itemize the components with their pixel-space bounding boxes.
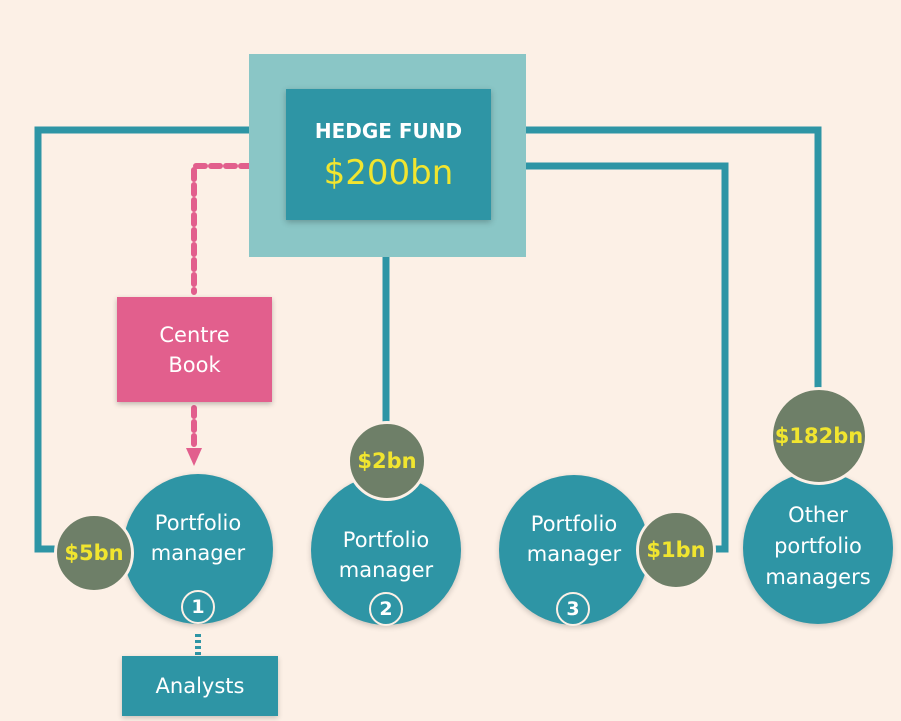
pm3-label-line1: Portfolio (530, 512, 618, 536)
others-label-line2: portfolio (774, 533, 862, 558)
connector-fund-to-others (491, 126, 822, 390)
hedge-fund-title: HEDGE FUND (314, 119, 463, 143)
others-allocation-badge: $182bn (770, 387, 868, 485)
pm3-label-line2: manager (526, 542, 622, 566)
portfolio-manager-1: Portfolio manager 1 (123, 474, 273, 624)
pm1-label-line2: manager (150, 541, 246, 565)
portfolio-manager-3: Portfolio manager 3 (499, 475, 649, 626)
pm2-label-line1: Portfolio (342, 528, 430, 552)
centre-book-line2: Book (168, 352, 221, 377)
pm2-number-badge: 2 (369, 592, 403, 626)
pm2-allocation-badge: $2bn (347, 421, 427, 501)
pm1-allocation-badge: $5bn (54, 513, 134, 593)
connector-fund-to-pm3 (491, 162, 729, 553)
pm3-number-badge: 3 (556, 592, 590, 626)
portfolio-manager-2: Portfolio manager 2 (311, 475, 461, 626)
centre-book-line1: Centre (159, 322, 230, 347)
pm2-label-line2: manager (338, 558, 434, 582)
hedge-fund-aum: $200bn (323, 153, 454, 193)
pm3-allocation-badge: $1bn (636, 510, 716, 590)
other-portfolio-managers: Other portfolio managers (743, 472, 893, 624)
centre-book-box: Centre Book (117, 297, 272, 402)
others-label-line1: Other (788, 502, 848, 527)
connector-fund-to-pm1 (34, 126, 286, 553)
pm1-label-line1: Portfolio (154, 511, 242, 535)
analysts-box: Analysts (122, 656, 278, 716)
pm1-number-badge: 1 (181, 590, 215, 624)
arrow-head-icon (186, 448, 202, 466)
others-label-line3: managers (765, 564, 871, 589)
hedge-fund-box: HEDGE FUND $200bn (286, 89, 491, 220)
